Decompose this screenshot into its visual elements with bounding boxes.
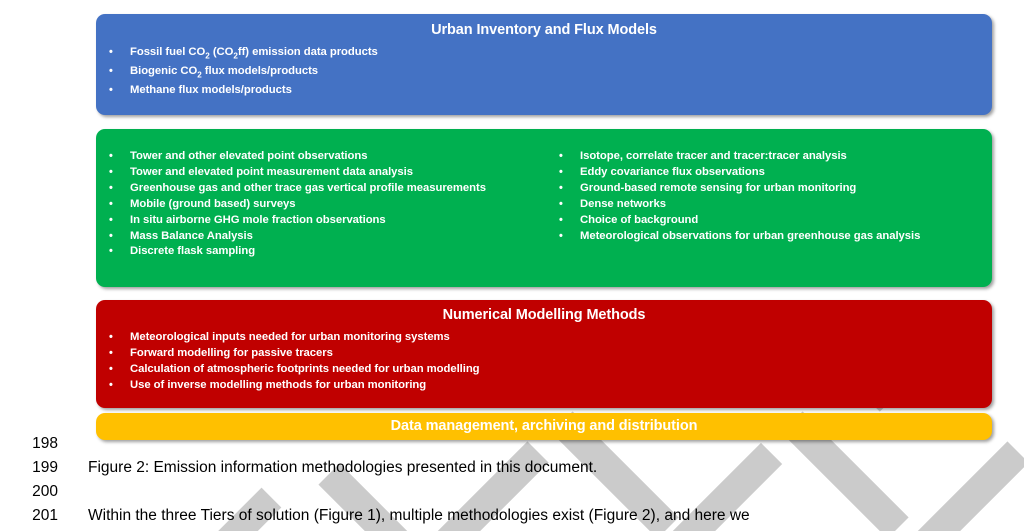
list-item: Tower and elevated point measurement dat…: [96, 165, 546, 181]
list-item: Methane flux models/products: [96, 83, 992, 99]
list-item: Eddy covariance flux observations: [546, 165, 992, 181]
list-item: Biogenic CO2 flux models/products: [96, 64, 992, 83]
line-number: 201: [32, 507, 58, 524]
list-item: Ground-based remote sensing for urban mo…: [546, 181, 992, 197]
block-observation-list-left: Tower and other elevated point observati…: [96, 149, 546, 260]
block-observation-methods: Tower and other elevated point observati…: [96, 129, 992, 287]
list-item: Greenhouse gas and other trace gas verti…: [96, 181, 546, 197]
list-item: Forward modelling for passive tracers: [96, 346, 992, 362]
list-item: Calculation of atmospheric footprints ne…: [96, 362, 992, 378]
document-line: 200: [0, 480, 1024, 504]
list-item: Dense networks: [546, 197, 992, 213]
block-urban-inventory-title: Urban Inventory and Flux Models: [431, 22, 657, 38]
list-item: Mass Balance Analysis: [96, 229, 546, 245]
document-body: 198 199 Figure 2: Emission information m…: [0, 432, 1024, 528]
line-number: 199: [32, 459, 58, 476]
list-item: Discrete flask sampling: [96, 244, 546, 260]
figure-caption: Figure 2: Emission information methodolo…: [88, 459, 598, 476]
list-item: Mobile (ground based) surveys: [96, 197, 546, 213]
line-number: 198: [32, 435, 58, 452]
document-line: 201 Within the three Tiers of solution (…: [0, 504, 1024, 528]
list-item: Tower and other elevated point observati…: [96, 149, 546, 165]
block-numerical-modelling: Numerical Modelling Methods Meteorologic…: [96, 300, 992, 408]
document-line: 198: [0, 432, 1024, 456]
line-number: 200: [32, 483, 58, 500]
block-urban-inventory: Urban Inventory and Flux Models Fossil f…: [96, 14, 992, 115]
block-numerical-modelling-title: Numerical Modelling Methods: [442, 307, 646, 323]
list-item: Use of inverse modelling methods for urb…: [96, 378, 992, 394]
list-item: Meteorological observations for urban gr…: [546, 229, 992, 245]
list-item: Meteorological inputs needed for urban m…: [96, 330, 992, 346]
list-item: Isotope, correlate tracer and tracer:tra…: [546, 149, 992, 165]
block-numerical-modelling-list: Meteorological inputs needed for urban m…: [96, 330, 992, 394]
list-item: Choice of background: [546, 213, 992, 229]
line-text: Within the three Tiers of solution (Figu…: [88, 507, 750, 524]
list-item: Fossil fuel CO2 (CO2ff) emission data pr…: [96, 45, 992, 64]
block-urban-inventory-list: Fossil fuel CO2 (CO2ff) emission data pr…: [96, 45, 992, 99]
block-observation-list-right: Isotope, correlate tracer and tracer:tra…: [546, 149, 992, 260]
figure-emission-methodologies: Urban Inventory and Flux Models Fossil f…: [0, 0, 1024, 445]
list-item: In situ airborne GHG mole fraction obser…: [96, 213, 546, 229]
document-line: 199 Figure 2: Emission information metho…: [0, 456, 1024, 480]
